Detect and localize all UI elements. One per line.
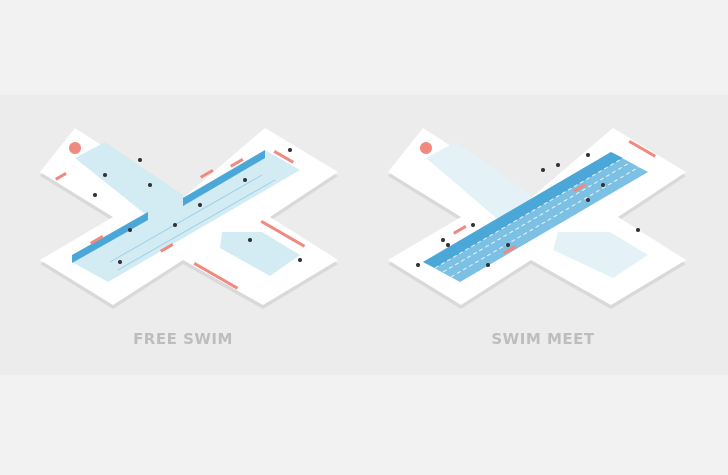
pool-main-lane <box>72 150 300 282</box>
pool-lower-arm <box>553 232 648 278</box>
pool-deep-wall-top <box>183 150 265 206</box>
lane-lines <box>434 157 640 278</box>
competition-pool-deep <box>423 152 623 268</box>
umbrella-icon <box>69 142 81 154</box>
free-swim-caption: FREE SWIM <box>133 330 233 348</box>
swimmers <box>93 148 302 264</box>
pool-deep-wall-left <box>72 212 148 263</box>
pool-diagonal-shallow <box>75 142 183 230</box>
competition-pool <box>423 152 648 282</box>
pool-diagonal-shallow <box>426 142 531 228</box>
free-swim-plan <box>40 128 338 309</box>
benches <box>453 140 656 255</box>
umbrella-icon <box>420 142 432 154</box>
pool-lower-arm <box>220 232 300 276</box>
swim-meet-plan <box>388 128 686 309</box>
spectators <box>416 153 640 267</box>
benches <box>55 149 306 290</box>
swim-meet-caption: SWIM MEET <box>491 330 595 348</box>
